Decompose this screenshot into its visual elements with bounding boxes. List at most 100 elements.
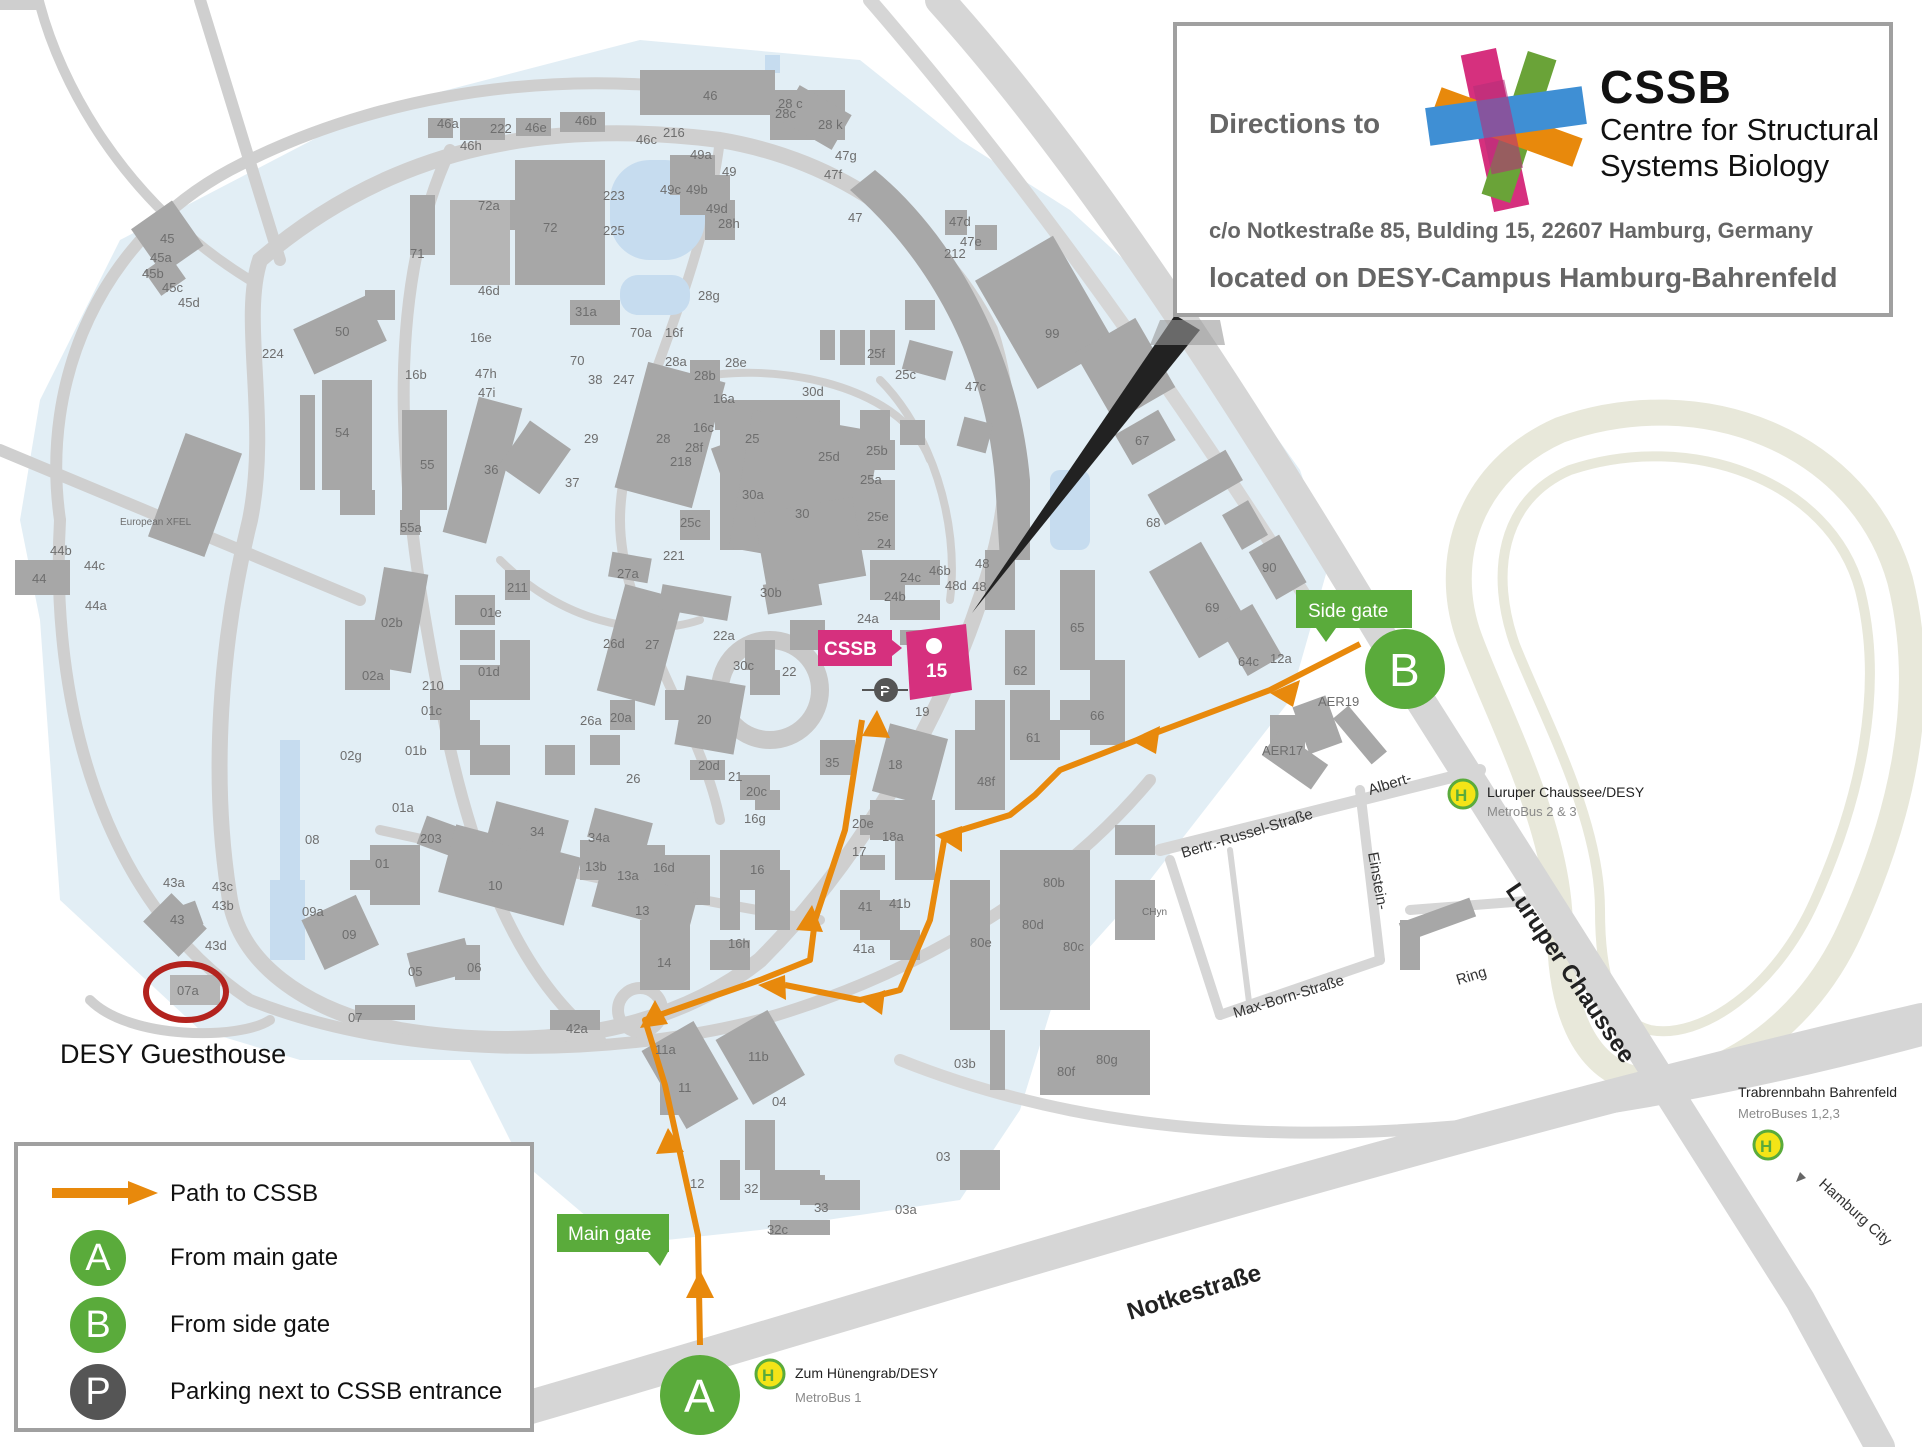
svg-text:16h: 16h xyxy=(728,936,750,951)
svg-text:49d: 49d xyxy=(706,201,728,216)
svg-text:43b: 43b xyxy=(212,898,234,913)
building-number: 15 xyxy=(926,661,948,682)
svg-text:224: 224 xyxy=(262,346,284,361)
svg-text:64c: 64c xyxy=(1238,654,1259,669)
svg-text:H: H xyxy=(762,1366,774,1385)
svg-text:Main gate: Main gate xyxy=(568,1224,651,1245)
legend-parking: P Parking next to CSSB entrance xyxy=(18,1364,530,1424)
svg-text:46e: 46e xyxy=(525,120,547,135)
svg-text:19: 19 xyxy=(915,704,929,719)
svg-text:CSSB: CSSB xyxy=(824,639,877,660)
svg-text:44b: 44b xyxy=(50,543,72,558)
svg-text:06: 06 xyxy=(467,960,481,975)
svg-text:20a: 20a xyxy=(610,710,632,725)
bus-stop-huenengrab: H Zum Hünengrab/DESY MetroBus 1 xyxy=(754,1358,939,1405)
svg-text:45d: 45d xyxy=(178,295,200,310)
cssb-title: CSSB xyxy=(1600,61,1732,113)
svg-text:55a: 55a xyxy=(400,520,422,535)
svg-text:28c: 28c xyxy=(775,106,796,121)
svg-text:67: 67 xyxy=(1135,433,1149,448)
svg-text:26: 26 xyxy=(626,771,640,786)
svg-text:37: 37 xyxy=(565,475,579,490)
racetrack xyxy=(1445,399,1922,1095)
svg-text:55: 55 xyxy=(420,457,434,472)
svg-text:47d: 47d xyxy=(949,214,971,229)
svg-text:46d: 46d xyxy=(478,283,500,298)
svg-text:MetroBus 2 & 3: MetroBus 2 & 3 xyxy=(1487,804,1577,819)
svg-text:46c: 46c xyxy=(636,132,657,147)
svg-text:49a: 49a xyxy=(690,147,712,162)
svg-text:46: 46 xyxy=(703,88,717,103)
svg-text:H: H xyxy=(1455,786,1467,805)
legend-parking-label: Parking next to CSSB entrance xyxy=(170,1378,503,1405)
svg-text:01a: 01a xyxy=(392,800,414,815)
svg-text:01: 01 xyxy=(375,856,389,871)
svg-text:80e: 80e xyxy=(970,935,992,950)
path-arrowheads xyxy=(640,680,1300,1298)
svg-text:16g: 16g xyxy=(744,811,766,826)
svg-text:MetroBus 1: MetroBus 1 xyxy=(795,1390,861,1405)
svg-text:02g: 02g xyxy=(340,748,362,763)
parking-marker: P xyxy=(862,678,908,702)
guesthouse-ring xyxy=(143,961,229,1023)
svg-text:68: 68 xyxy=(1146,515,1160,530)
svg-text:47e: 47e xyxy=(960,234,982,249)
svg-text:27: 27 xyxy=(645,637,659,652)
svg-text:24: 24 xyxy=(877,536,891,551)
svg-text:46h: 46h xyxy=(460,138,482,153)
svg-text:62: 62 xyxy=(1013,663,1027,678)
svg-text:43a: 43a xyxy=(163,875,185,890)
svg-text:20d: 20d xyxy=(698,758,720,773)
svg-text:46a: 46a xyxy=(437,116,459,131)
building-labels: 46 46a 222 46e 46b 46h 46c 216 28 c 28c … xyxy=(32,88,1359,1237)
svg-text:14: 14 xyxy=(657,955,671,970)
svg-text:16: 16 xyxy=(750,862,764,877)
svg-text:11a: 11a xyxy=(655,1042,676,1057)
svg-text:221: 221 xyxy=(663,548,685,563)
svg-text:41b: 41b xyxy=(889,896,911,911)
cssb-tag: CSSB xyxy=(818,630,902,666)
svg-text:42a: 42a xyxy=(566,1021,588,1036)
svg-text:25: 25 xyxy=(745,431,759,446)
svg-text:212: 212 xyxy=(944,246,966,261)
svg-text:22a: 22a xyxy=(713,628,735,643)
svg-text:49b: 49b xyxy=(686,182,708,197)
directions-header: Directions to CSSB Centre for Structural… xyxy=(1173,22,1893,317)
svg-text:28 k: 28 k xyxy=(818,117,843,132)
cssb-building: 15 xyxy=(906,624,972,700)
svg-text:30b: 30b xyxy=(760,585,782,600)
legend-gate-b: B From side gate xyxy=(18,1297,530,1357)
svg-text:43: 43 xyxy=(170,912,184,927)
svg-text:36: 36 xyxy=(484,462,498,477)
svg-text:41a: 41a xyxy=(853,941,875,956)
svg-text:47i: 47i xyxy=(478,385,495,400)
svg-text:25d: 25d xyxy=(818,449,840,464)
svg-text:11: 11 xyxy=(678,1080,692,1095)
svg-text:41: 41 xyxy=(858,899,872,914)
svg-text:38: 38 xyxy=(588,372,602,387)
svg-text:49c: 49c xyxy=(660,182,681,197)
svg-text:28e: 28e xyxy=(725,355,747,370)
svg-text:47: 47 xyxy=(848,210,862,225)
svg-text:29: 29 xyxy=(584,431,598,446)
svg-text:80d: 80d xyxy=(1022,917,1044,932)
svg-text:25b: 25b xyxy=(866,443,888,458)
svg-text:54: 54 xyxy=(335,425,349,440)
svg-text:218: 218 xyxy=(670,454,692,469)
legend: Path to CSSB A From main gate B From sid… xyxy=(14,1142,534,1432)
svg-text:46b: 46b xyxy=(929,563,951,578)
svg-text:07a: 07a xyxy=(177,983,199,998)
svg-text:210: 210 xyxy=(422,678,444,693)
svg-text:24a: 24a xyxy=(857,611,879,626)
svg-text:Trabrennbahn Bahrenfeld: Trabrennbahn Bahrenfeld xyxy=(1738,1084,1897,1100)
svg-text:50: 50 xyxy=(335,324,349,339)
svg-text:71: 71 xyxy=(410,246,424,261)
hamburg-city-arrow-icon xyxy=(1796,1172,1806,1182)
svg-text:30a: 30a xyxy=(742,487,764,502)
side-gate-label: Side gate xyxy=(1296,590,1412,642)
svg-text:222: 222 xyxy=(490,121,512,136)
svg-text:09: 09 xyxy=(342,927,356,942)
svg-text:65: 65 xyxy=(1070,620,1084,635)
svg-text:European XFEL: European XFEL xyxy=(120,517,192,528)
